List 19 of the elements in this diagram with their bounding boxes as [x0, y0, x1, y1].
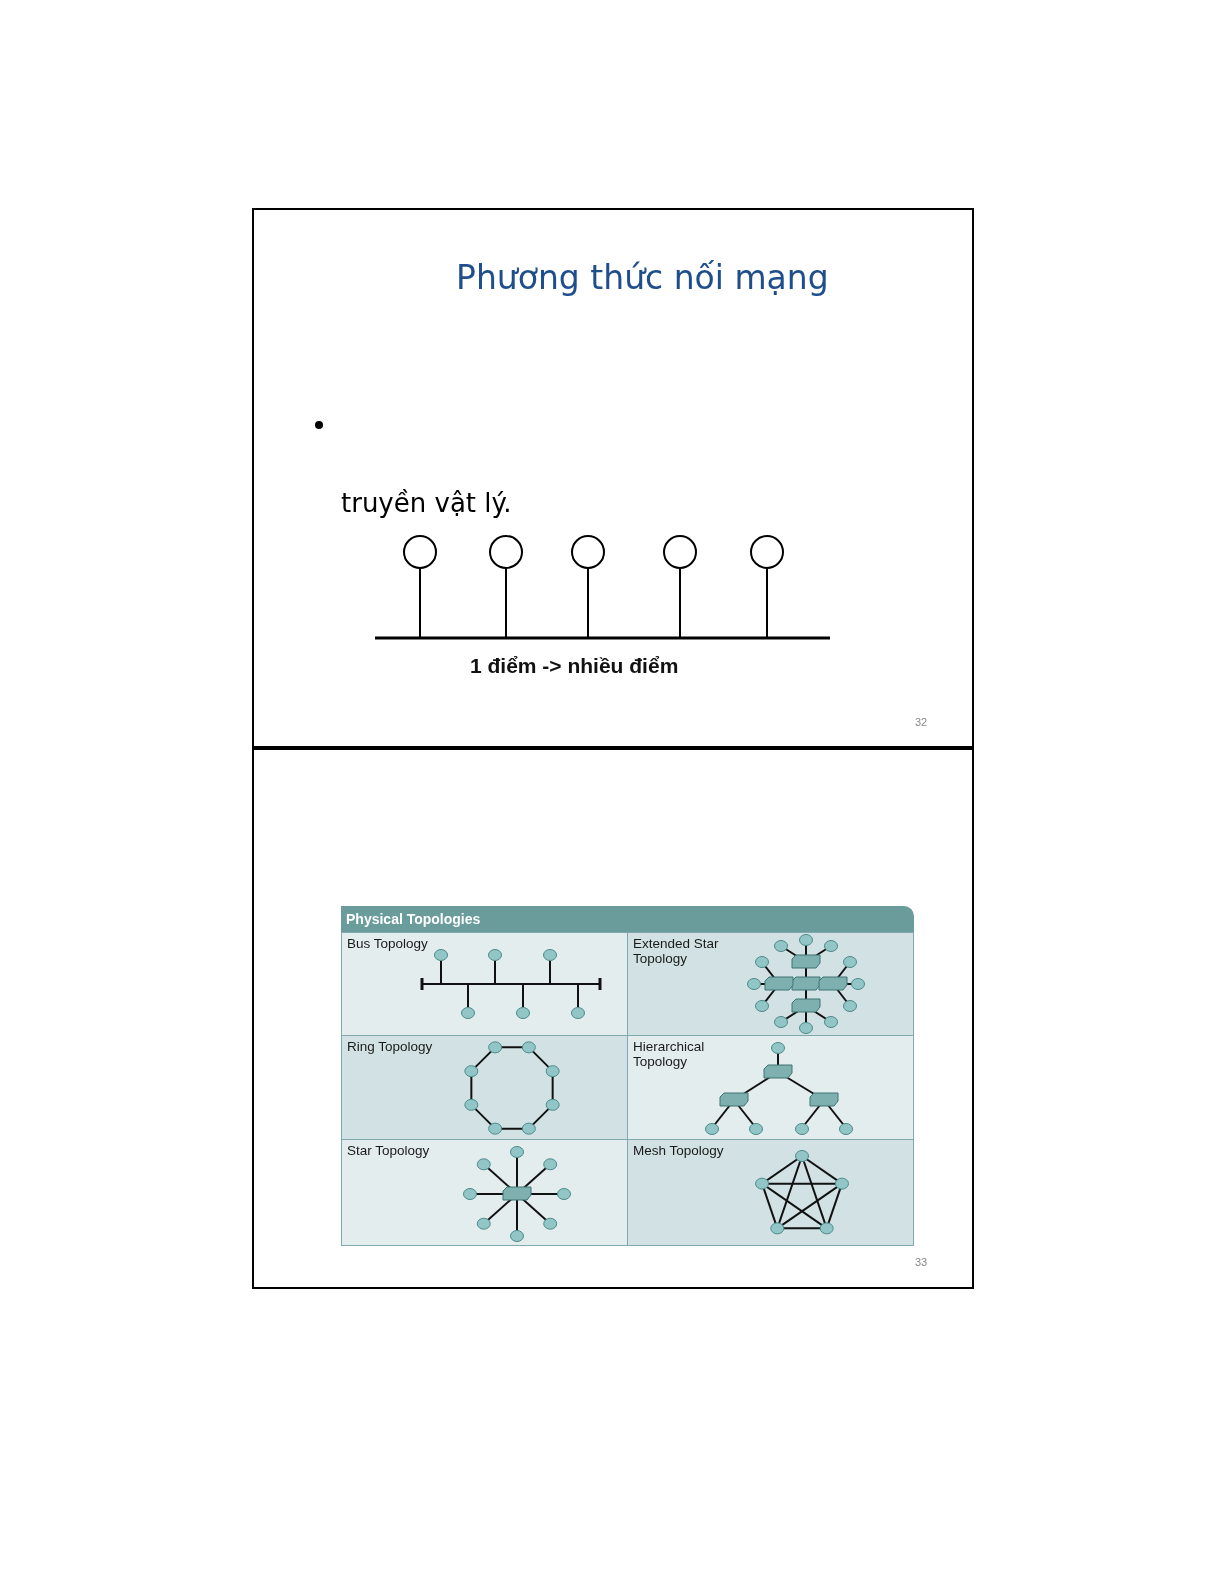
slide-title: Phương thức nối mạng — [456, 258, 829, 297]
page-number: 32 — [915, 716, 928, 728]
bullet-text: truyền vật lý. — [341, 488, 512, 518]
topology-cell — [627, 1035, 914, 1140]
page-number: 33 — [915, 1256, 928, 1268]
cell-heading: Hierarchical Topology — [633, 1039, 706, 1069]
cell-heading: Star Topology — [347, 1143, 431, 1158]
cell-heading: Bus Topology — [347, 936, 429, 951]
topology-cell — [341, 1035, 628, 1140]
cell-heading: Ring Topology — [347, 1039, 434, 1054]
topology-cell — [627, 1139, 914, 1246]
panel-header: Physical Topologies — [346, 911, 481, 927]
cell-heading: Mesh Topology — [633, 1143, 725, 1158]
topology-cell — [341, 1139, 628, 1246]
topology-cell — [341, 932, 628, 1036]
topology-cell — [627, 932, 914, 1036]
topology-panel — [341, 906, 914, 1246]
cell-heading: Extended Star Topology — [633, 936, 720, 966]
diagram-caption: 1 điểm -> nhiều điểm — [470, 654, 679, 678]
